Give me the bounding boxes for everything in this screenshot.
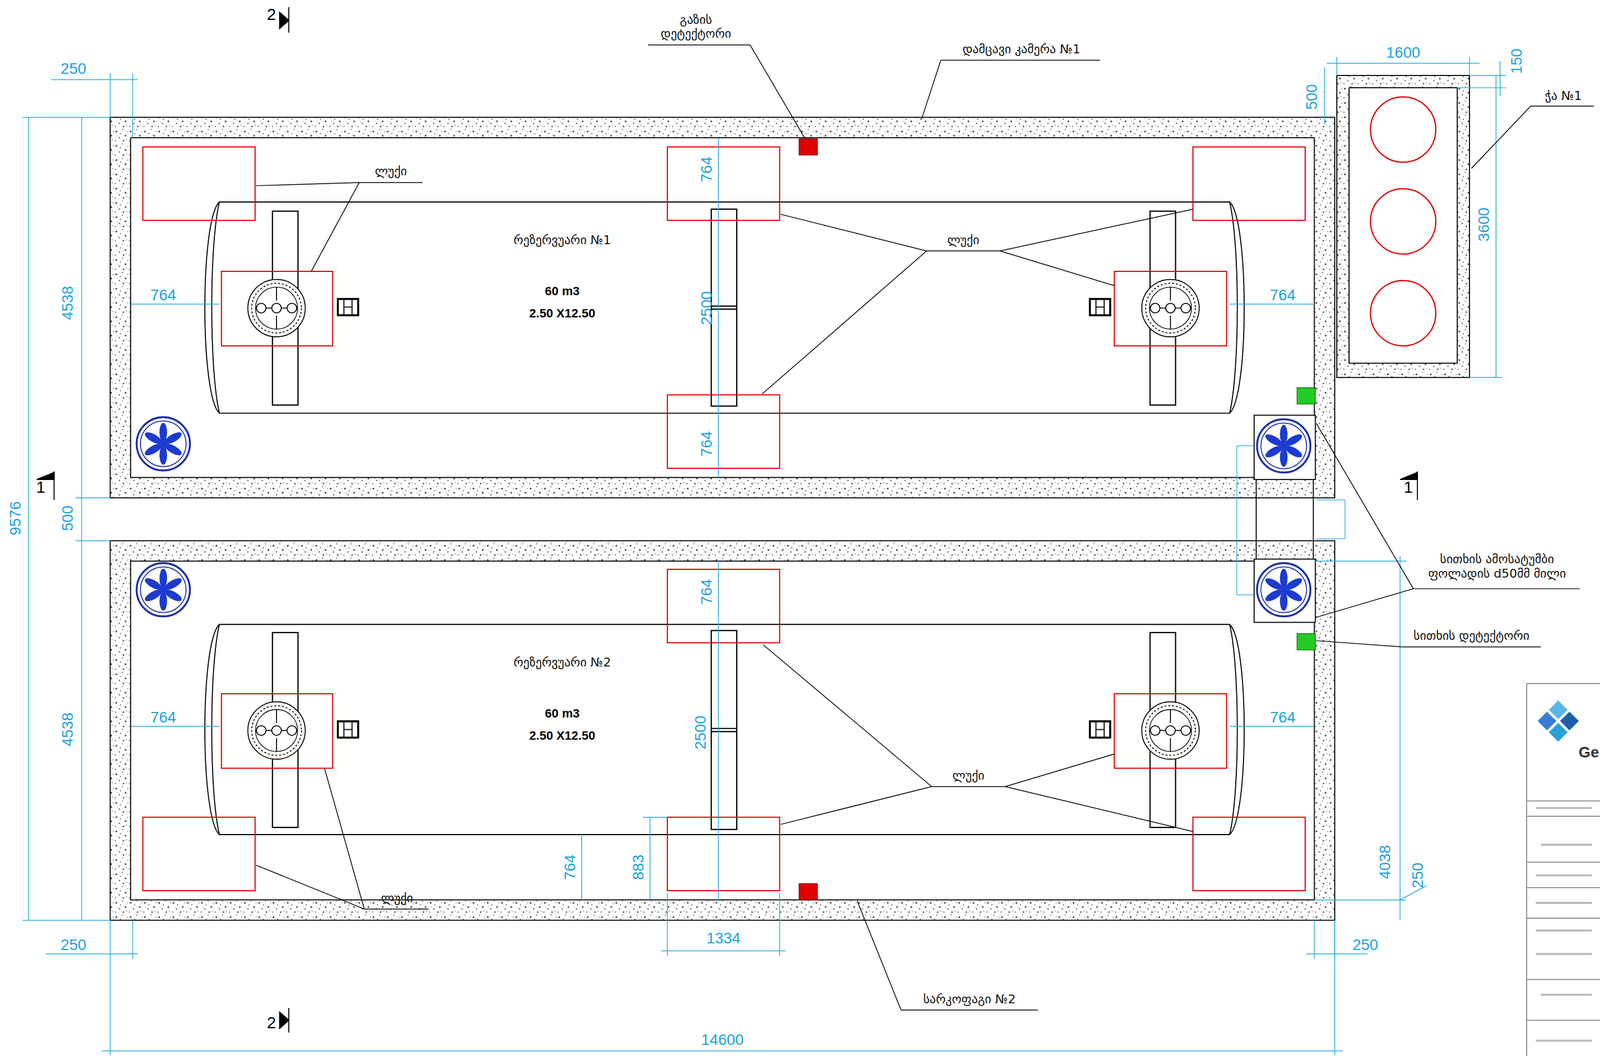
tank-spec: 60 m3: [545, 707, 581, 722]
section-mark: 2: [267, 1014, 276, 1034]
dimension-label: 14600: [701, 1031, 744, 1050]
callout-label: დამცავი კამერა №1: [962, 42, 1081, 57]
callout-label: რეზერვუარი №2: [513, 656, 612, 671]
section-mark: 1: [36, 478, 45, 498]
dimension-label: 764: [1269, 285, 1296, 304]
dimension-label: 4038: [1375, 845, 1394, 880]
dimension-label: 3600: [1475, 207, 1493, 242]
callout-label: ლუქი: [952, 769, 985, 784]
dimension-label: 2500: [691, 715, 709, 750]
dimension-label: 4538: [58, 285, 77, 320]
dimension-label: 250: [60, 936, 87, 955]
dimension-label: 764: [697, 579, 716, 605]
callout-label: ლუქი: [380, 892, 414, 907]
callout-label: ლუქი: [947, 233, 980, 248]
dimension-label: 764: [560, 854, 579, 881]
tank-spec: 2.50 X12.50: [529, 730, 596, 744]
callout-label: ლუქი: [374, 165, 407, 180]
dimension-label: 764: [150, 708, 176, 727]
dimension-label: 764: [150, 285, 176, 304]
dimension-label: 250: [60, 59, 87, 78]
dimension-label: 150: [1507, 48, 1526, 74]
dimension-label: 2500: [697, 291, 716, 326]
well-box: ჭა №1: [1336, 75, 1470, 378]
dimension-label: 500: [1302, 84, 1321, 110]
dimension-label: 4538: [58, 712, 77, 747]
logo-text: Ge: [1578, 743, 1600, 762]
protective-chamber: დამცავი კამერა №1რეზერვუარი №160 m32.50 …: [110, 117, 1336, 498]
sarcophagus-box: სარკოფაგი №2რეზერვუარი №260 m32.50 X12.5…: [110, 540, 1336, 921]
section-mark: 2: [267, 6, 276, 25]
dimension-label: 764: [697, 156, 716, 183]
dimension-label: 250: [1352, 936, 1378, 955]
tank-spec: 2.50 X12.50: [529, 307, 596, 322]
dimension-label: 9576: [6, 501, 25, 536]
dimension-label: 1600: [1386, 43, 1421, 62]
callout-label: სარკოფაგი №2: [923, 993, 1016, 1008]
callout-label: ჭა №1: [1545, 89, 1583, 104]
dimension-label: 764: [697, 431, 716, 457]
section-mark: 1: [1403, 478, 1413, 498]
tank-body: რეზერვუარი №2 60 m3 2.50 X12.50: [202, 624, 1247, 835]
callout-label: გაზის დეტექტორი: [645, 13, 748, 42]
dimension-label: 500: [58, 505, 77, 532]
callout-label: სითხის დეტექტორი: [1413, 630, 1530, 644]
tank-body: რეზერვუარი №1 60 m3 2.50 X12.50: [202, 202, 1247, 414]
dimension-label: 883: [629, 854, 647, 881]
callout-label: რეზერვუარი №1: [513, 233, 612, 248]
callout-label: სითხის ამოსატუმბი ფოლადის d50მმ მილი: [1414, 553, 1581, 582]
dimension-label: 1334: [706, 929, 741, 948]
dimension-label: 250: [1408, 863, 1427, 889]
dimension-label: 764: [1269, 708, 1296, 727]
tank-spec: 60 m3: [545, 284, 581, 299]
